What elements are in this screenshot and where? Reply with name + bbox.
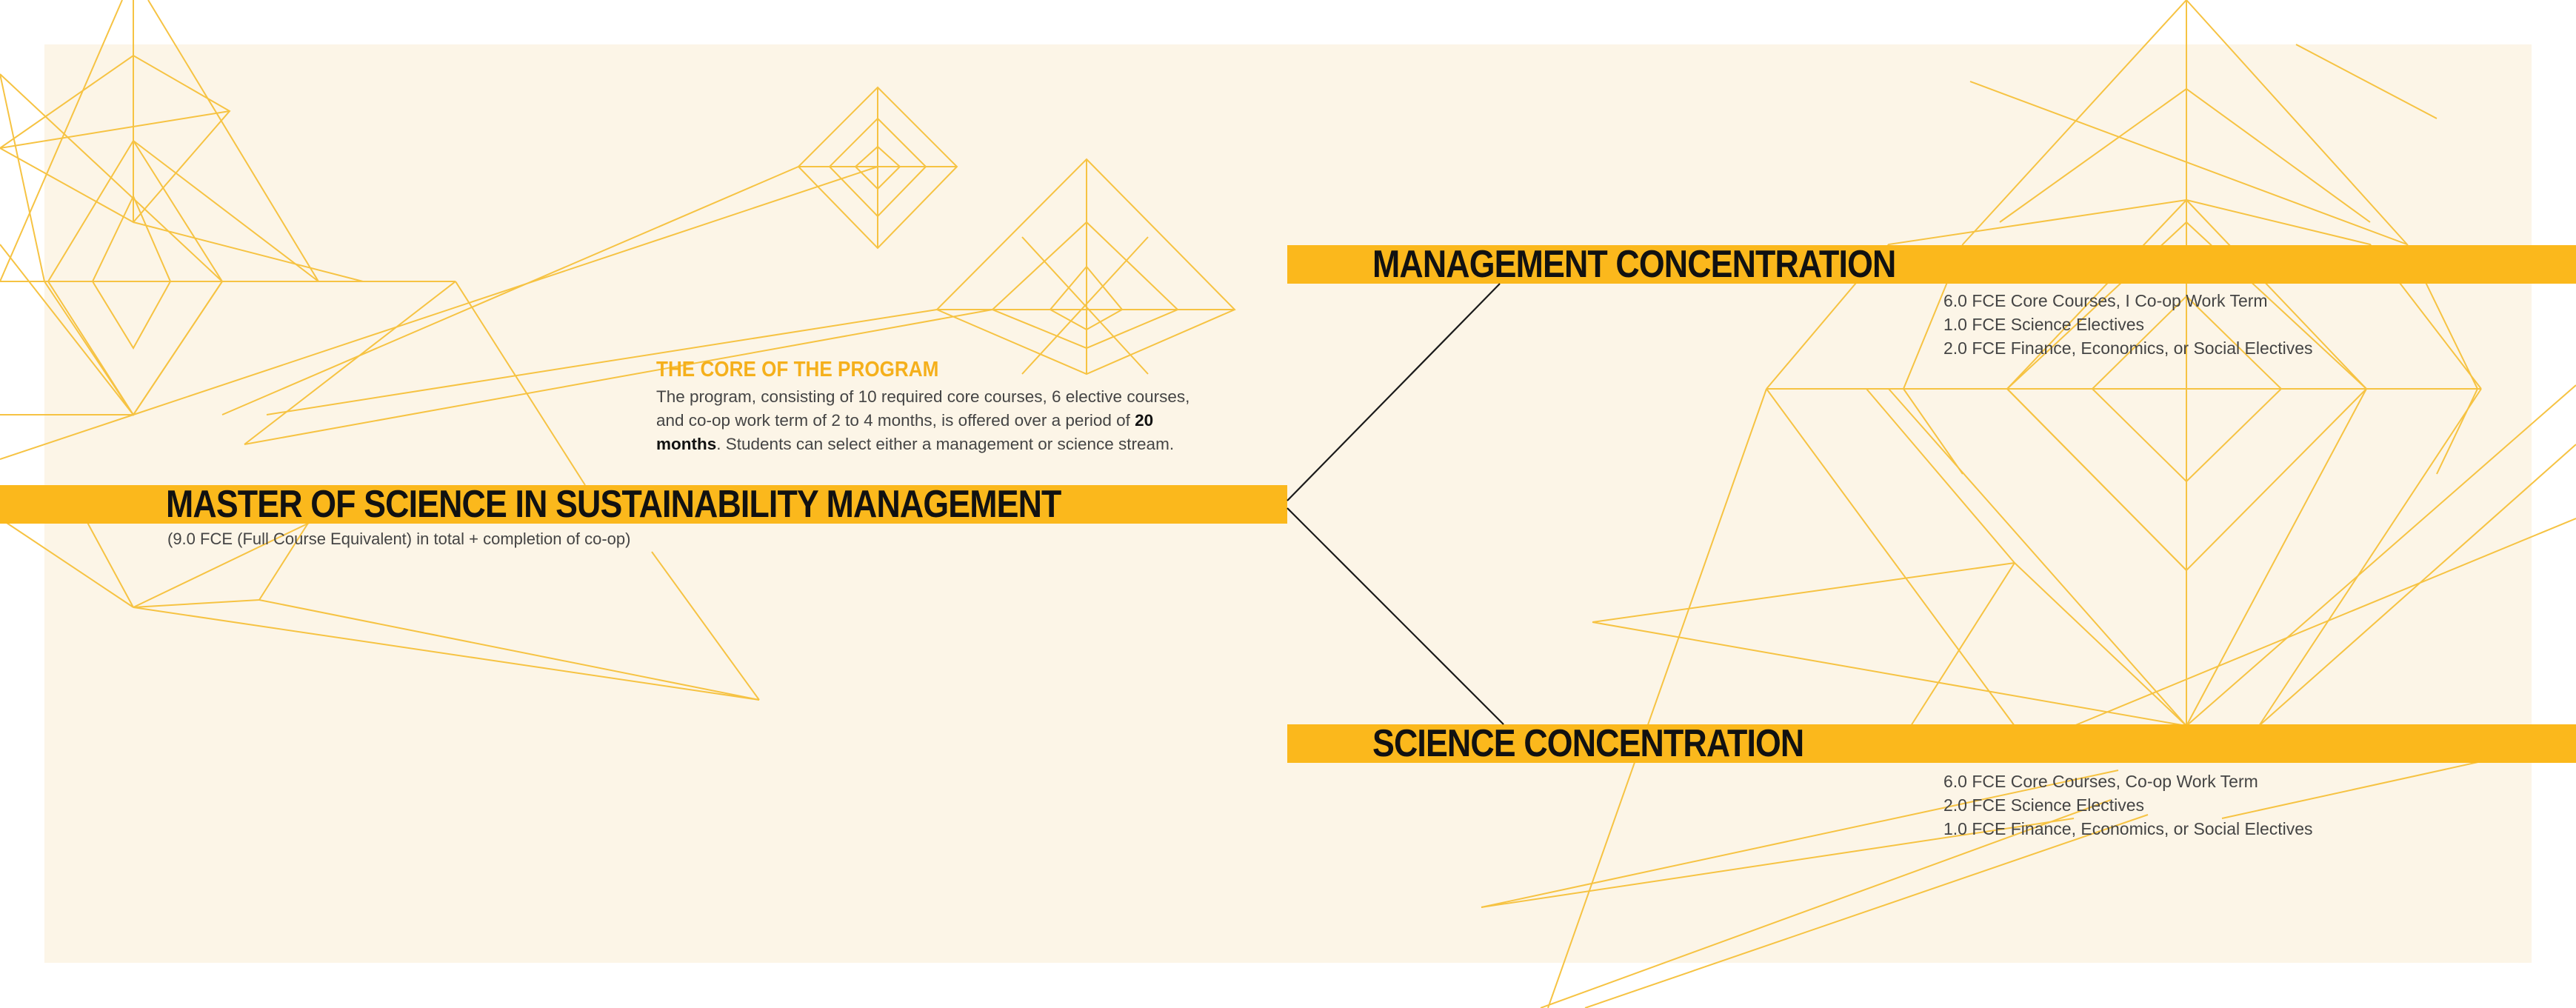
program-title: MASTER OF SCIENCE IN SUSTAINABILITY MANA… (166, 483, 1061, 526)
list-item: 1.0 FCE Science Electives (1943, 315, 2145, 334)
core-section-title: THE CORE OF THE PROGRAM (656, 358, 939, 381)
management-title-band (1287, 245, 2576, 284)
management-concentration-title: MANAGEMENT CONCENTRATION (1372, 243, 1896, 286)
list-item: 2.0 FCE Science Electives (1943, 795, 2145, 815)
list-item: 6.0 FCE Core Courses, I Co-op Work Term (1943, 291, 2268, 310)
program-title-band (0, 485, 1287, 524)
list-item: 2.0 FCE Finance, Economics, or Social El… (1943, 338, 2313, 358)
science-title-band (1287, 724, 2576, 763)
science-concentration-title: SCIENCE CONCENTRATION (1372, 722, 1804, 765)
core-body-duration: 20 months (656, 411, 1154, 453)
core-body-text: The program, consisting of 10 required c… (656, 387, 1190, 430)
program-fce-note: (9.0 FCE (Full Course Equivalent) in tot… (167, 530, 631, 548)
management-requirements-list: 6.0 FCE Core Courses, I Co-op Work Term … (1943, 289, 2313, 360)
science-requirements-list: 6.0 FCE Core Courses, Co-op Work Term 2.… (1943, 770, 2313, 841)
list-item: 1.0 FCE Finance, Economics, or Social El… (1943, 819, 2313, 838)
list-item: 6.0 FCE Core Courses, Co-op Work Term (1943, 772, 2258, 791)
core-body-text-end: . Students can select either a managemen… (716, 435, 1175, 453)
core-section-body: The program, consisting of 10 required c… (656, 385, 1197, 456)
